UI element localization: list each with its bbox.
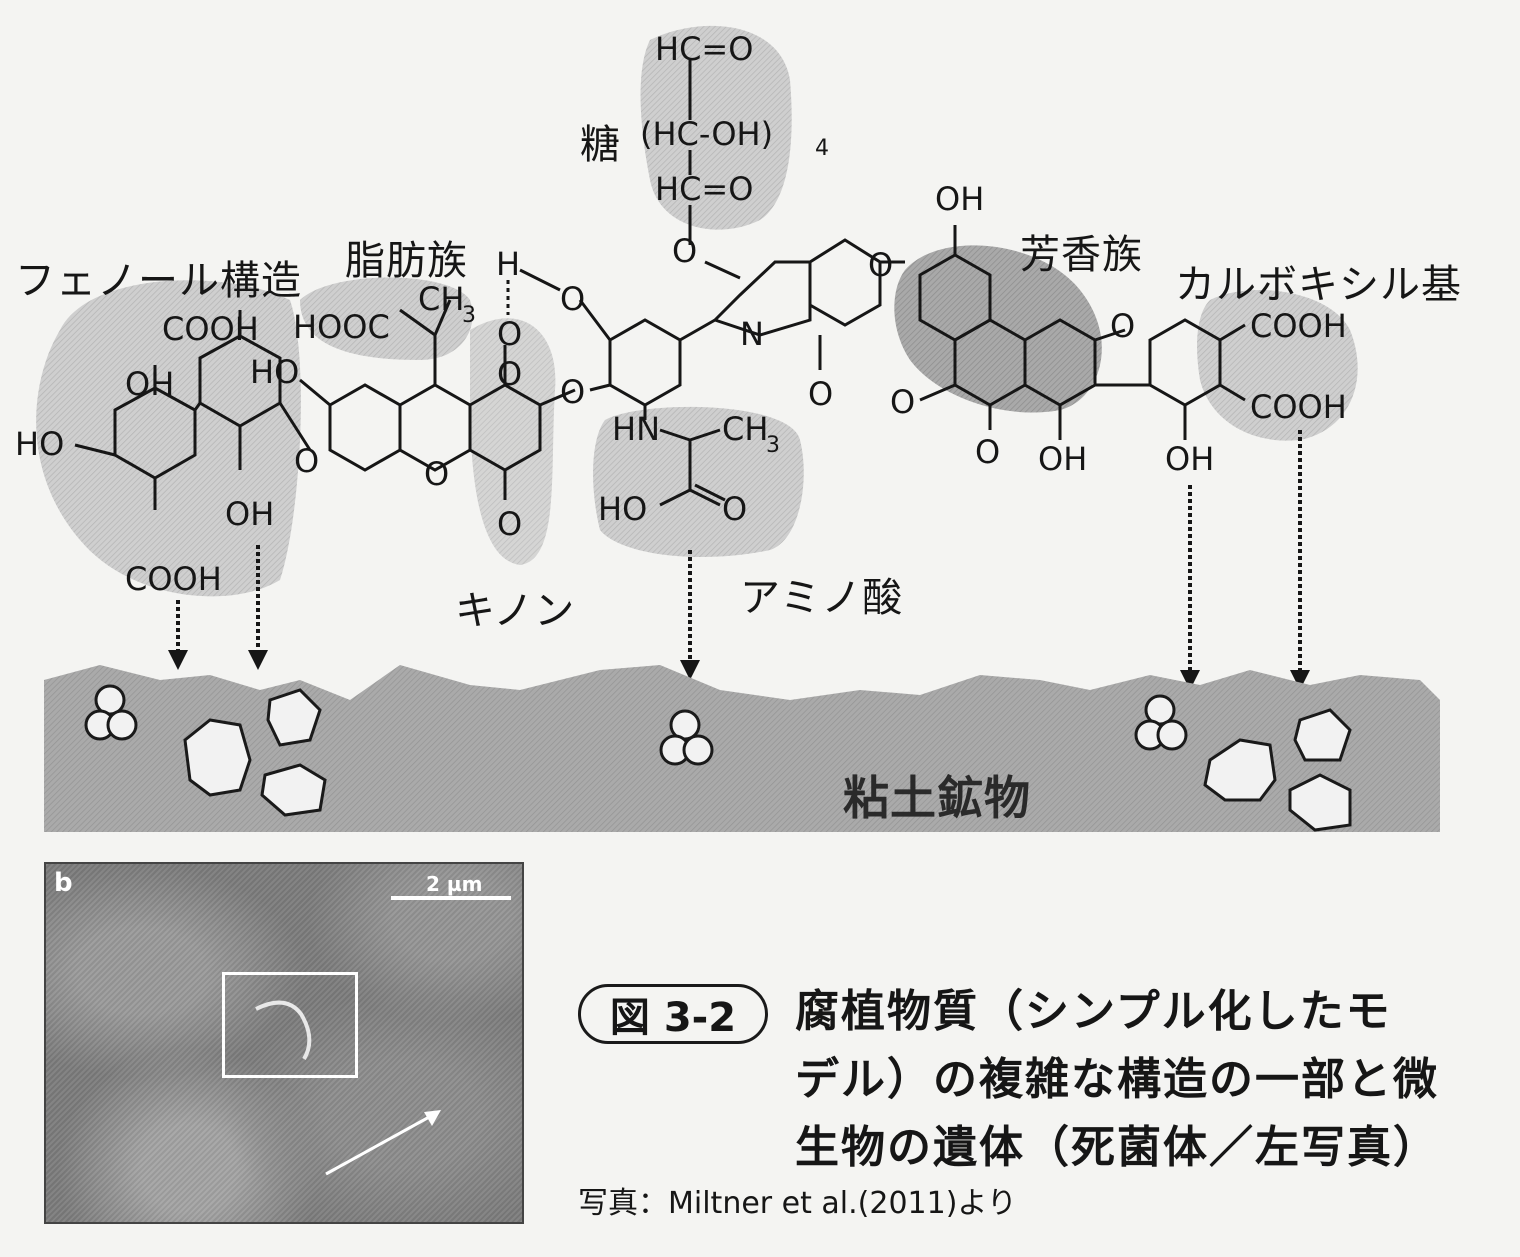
atom-o: O — [722, 490, 747, 528]
panel-letter: b — [54, 868, 73, 898]
atom-h: H — [496, 245, 520, 283]
molecule-bonds — [74, 60, 1246, 510]
atom-cooh: COOH — [1250, 307, 1347, 345]
label-aromatic: 芳香族 — [1020, 232, 1143, 278]
atom-o: O — [890, 383, 915, 421]
caption-line: 腐植物質（シンプル化したモ — [795, 986, 1392, 1037]
atom-oh: OH — [1038, 440, 1087, 478]
scale-bar — [391, 896, 511, 900]
arrow-heads — [168, 650, 1310, 690]
label-quinone: キノン — [455, 588, 576, 634]
phenol-highlight — [36, 280, 301, 597]
atom-o: O — [497, 505, 522, 543]
sugar-highlight — [640, 25, 792, 230]
carboxyl-highlight — [1197, 290, 1358, 441]
atom-ch3-sub: 3 — [766, 433, 780, 458]
label-sugar: 糖 — [580, 122, 621, 168]
scale-bar-label: 2 µm — [426, 872, 483, 896]
atom-ch3: CH — [722, 410, 768, 448]
atom-ho: HO — [15, 425, 64, 463]
atom-o: O — [672, 232, 697, 270]
clay-particles — [84, 684, 1352, 832]
atom-n: N — [740, 315, 764, 353]
photo-credit: 写真：Miltner et al.(2011)より — [578, 1186, 1017, 1221]
svg-text:HC=O: HC=O — [655, 170, 753, 208]
atom-oh: OH — [935, 180, 984, 218]
atom-o: O — [560, 280, 585, 318]
label-carboxyl-group: カルボキシル基 — [1175, 262, 1462, 308]
pointer-arrow — [255, 1000, 441, 1176]
atom-cooh: COOH — [162, 310, 259, 348]
atom-ch3-sub: 3 — [462, 303, 476, 328]
highlight-regions — [36, 25, 1358, 597]
svg-text:(HC-OH): (HC-OH) — [640, 115, 773, 153]
figure-number-badge: 図 3-2 — [578, 984, 768, 1044]
atom-o: O — [975, 433, 1000, 471]
sugar-formula: HC=O (HC-OH) 4 HC=O — [640, 30, 829, 208]
atom-ho: HO — [598, 490, 647, 528]
highlight-box — [222, 972, 358, 1078]
atom-cooh: COOH — [125, 560, 222, 598]
atom-o: O — [497, 355, 522, 393]
binding-arrows — [176, 430, 1302, 670]
atom-o: O — [808, 375, 833, 413]
caption-line: 生物の遺体（死菌体／左写真） — [795, 1122, 1439, 1173]
atom-ho: HO — [250, 353, 299, 391]
atom-cooh: COOH — [1250, 388, 1347, 426]
label-clay-mineral: 粘土鉱物 — [843, 771, 1031, 825]
atom-oh: OH — [125, 365, 174, 403]
clay-mineral-layer — [44, 665, 1440, 832]
atom-o: O — [868, 246, 893, 284]
label-phenol-structure: フェノール構造 — [15, 258, 302, 304]
atom-o: O — [294, 442, 319, 480]
label-aliphatic: 脂肪族 — [345, 238, 468, 284]
atom-oh: OH — [225, 495, 274, 533]
svg-text:HC=O: HC=O — [655, 30, 753, 68]
atom-hooc: HOOC — [293, 308, 390, 346]
sem-micrograph: b 2 µm — [44, 862, 524, 1224]
atom-labels: COOH OH HO OH COOH HO O HOOC CH 3 O H O … — [15, 180, 1347, 598]
amino-acid-highlight — [593, 406, 804, 558]
atom-hn: HN — [612, 410, 660, 448]
caption-line: デル）の複雑な構造の一部と微 — [795, 1054, 1439, 1105]
atom-ch3: CH — [418, 280, 464, 318]
quinone-highlight — [470, 318, 556, 565]
humic-structure-diagram: COOH OH HO OH COOH HO O HOOC CH 3 O H O … — [15, 25, 1440, 832]
atom-o: O — [1110, 307, 1135, 345]
figure-caption: 腐植物質（シンプル化したモ デル）の複雑な構造の一部と微 生物の遺体（死菌体／左… — [795, 978, 1495, 1182]
atom-o: O — [560, 373, 585, 411]
aromatic-highlight — [894, 245, 1102, 413]
atom-oh: OH — [1165, 440, 1214, 478]
label-amino-acid: アミノ酸 — [740, 575, 904, 621]
atom-o: O — [497, 315, 522, 353]
aliphatic-highlight — [300, 277, 473, 360]
svg-text:4: 4 — [815, 136, 829, 161]
atom-o: O — [424, 455, 449, 493]
